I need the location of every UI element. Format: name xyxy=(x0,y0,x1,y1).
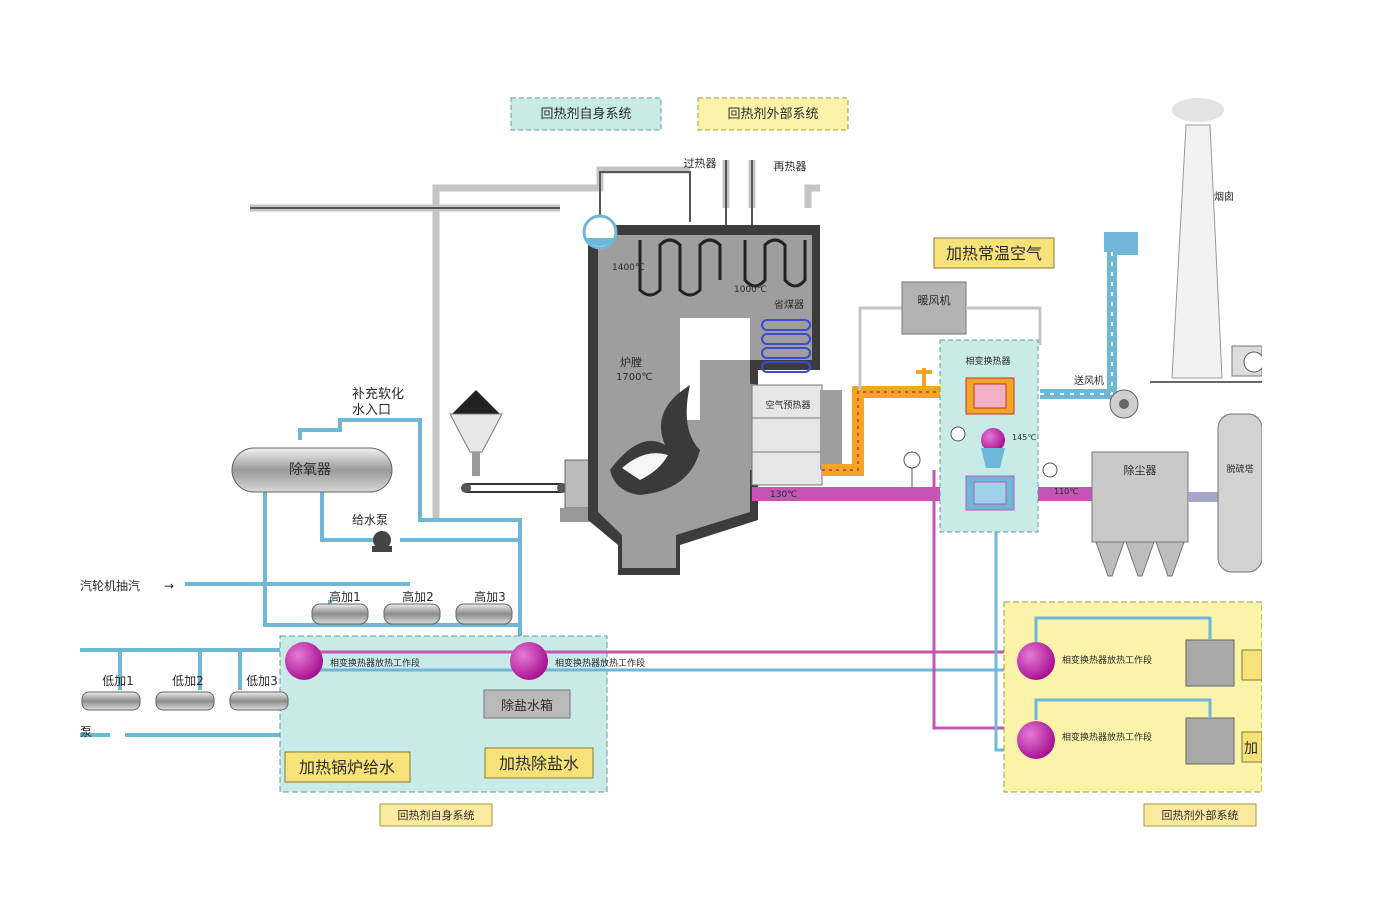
bottom-self-tag: 回热剂自身系统 xyxy=(379,803,493,827)
lp-heater-3: 低加3 xyxy=(229,674,289,711)
superheater-label: 过热器 xyxy=(684,157,717,170)
external-unit-2 xyxy=(1185,717,1235,765)
induced-fan-label: 送风机 xyxy=(1074,374,1104,387)
pump-fragment-label: 泵 xyxy=(80,725,92,739)
air-valve xyxy=(916,368,932,392)
bottom-external-tag: 回热剂外部系统 xyxy=(1143,803,1257,827)
cold-air-duct xyxy=(1040,245,1138,399)
makeup-water-label-2: 水入口 xyxy=(352,403,391,418)
dust-collector: 除尘器 xyxy=(1091,451,1189,577)
chimney-label-1: 烟囱 xyxy=(1214,190,1234,203)
furnace-label: 炉膛 xyxy=(620,355,642,369)
exhaust-temp-label: 130℃ xyxy=(770,490,797,500)
blower: 暖风机 xyxy=(901,281,967,335)
heat-demin-label: 加热除盐水 xyxy=(499,754,579,773)
heat-ambient-air-label: 加热常温空气 xyxy=(946,244,1042,263)
hx-upper xyxy=(965,377,1015,415)
blower-duct xyxy=(858,306,902,390)
heat-demin-tag: 加热除盐水 xyxy=(484,747,594,779)
phase-work-label-3: 相变换热器放热工作段 xyxy=(1062,654,1152,666)
pressure-gauge-1 xyxy=(903,451,921,488)
phase-work-label-2: 相变换热器放热工作段 xyxy=(555,657,645,669)
external-tag-1 xyxy=(1241,649,1263,681)
hx-lower xyxy=(965,475,1015,511)
economizer-label: 省煤器 xyxy=(774,298,804,311)
hp3-label: 高加3 xyxy=(474,589,506,604)
phase-change-node-4 xyxy=(1017,721,1055,759)
reheater-label: 再热器 xyxy=(774,160,807,173)
air-preheater-label: 空气预热器 xyxy=(765,399,810,411)
temp-small-2: 110℃ xyxy=(1054,487,1078,496)
furnace-temp-label: 1700℃ xyxy=(616,372,653,383)
legend-self-label: 回热剂自身系统 xyxy=(540,106,631,122)
hp2-label: 高加2 xyxy=(402,589,434,604)
bottom-external-label: 回热剂外部系统 xyxy=(1162,808,1239,822)
phase-change-node-3 xyxy=(1017,642,1055,680)
heat-feedwater-label: 加热锅炉给水 xyxy=(299,758,395,777)
lp1-label: 低加1 xyxy=(102,674,134,688)
deaerator-label: 除氧器 xyxy=(289,462,331,478)
air-preheater: 空气预热器 xyxy=(706,383,842,486)
lp2-label: 低加2 xyxy=(172,674,204,688)
boiler xyxy=(582,214,820,575)
conveyor xyxy=(461,459,600,522)
pressure-gauge-3 xyxy=(1042,462,1058,478)
turbine-extraction-label: 汽轮机抽汽 xyxy=(80,578,140,593)
legend-external-system: 回热剂外部系统 xyxy=(697,97,849,131)
hx-separator xyxy=(981,428,1005,452)
lp-heater-1: 低加1 xyxy=(81,674,141,711)
hp-heater-3: 高加3 xyxy=(455,589,513,625)
demin-water-tank: 除盐水箱 xyxy=(483,689,571,719)
temp-small-1: 145℃ xyxy=(1012,433,1036,442)
phase-work-label-1: 相变换热器放热工作段 xyxy=(330,657,420,669)
desulfurization-tower: 脱硫塔 xyxy=(1217,413,1263,573)
hp1-label: 高加1 xyxy=(329,589,361,604)
chimney-fan xyxy=(1231,345,1265,377)
external-tag-2: 加 xyxy=(1241,731,1263,763)
bottom-self-label: 回热剂自身系统 xyxy=(398,808,475,822)
temp-1400-label: 1400℃ xyxy=(612,263,645,273)
feed-pump xyxy=(372,531,392,552)
hp-heater-1: 高加1 xyxy=(311,589,369,625)
demin-tank-label: 除盐水箱 xyxy=(501,698,553,714)
induced-fan xyxy=(1109,389,1139,419)
external-unit-1 xyxy=(1185,639,1235,687)
hp-heater-2: 高加2 xyxy=(383,589,441,625)
dust-collector-label: 除尘器 xyxy=(1124,463,1157,477)
legend-external-label: 回热剂外部系统 xyxy=(727,107,818,122)
phase-change-node-1 xyxy=(285,642,323,680)
heat-ambient-air-tag: 加热常温空气 xyxy=(933,237,1055,269)
pressure-gauge-2 xyxy=(950,426,966,442)
phase-change-hx-label: 相变换热器 xyxy=(965,355,1010,367)
lp-heater-2: 低加2 xyxy=(155,674,215,711)
flue-gas-duct xyxy=(752,487,1092,501)
makeup-water-label-1: 补充软化 xyxy=(352,386,404,402)
heat-feedwater-tag: 加热锅炉给水 xyxy=(284,751,411,783)
right-cut-label: 加 xyxy=(1244,741,1258,757)
svg-text:→: → xyxy=(164,579,174,593)
feed-pump-label: 给水泵 xyxy=(352,513,388,527)
deaerator: 除氧器 xyxy=(231,447,393,493)
phase-work-label-4: 相变换热器放热工作段 xyxy=(1062,731,1152,743)
coal-hopper xyxy=(449,390,503,476)
lp3-label: 低加3 xyxy=(246,674,278,688)
blower-label: 暖风机 xyxy=(918,293,951,307)
temp-1000-label: 1000℃ xyxy=(734,285,767,295)
image-crop-right xyxy=(1262,90,1400,850)
chimney: 烟囱 xyxy=(1150,98,1262,383)
desulfurization-label: 脱硫塔 xyxy=(1226,463,1253,475)
phase-change-node-2 xyxy=(510,642,548,680)
legend-self-system: 回热剂自身系统 xyxy=(510,97,662,131)
